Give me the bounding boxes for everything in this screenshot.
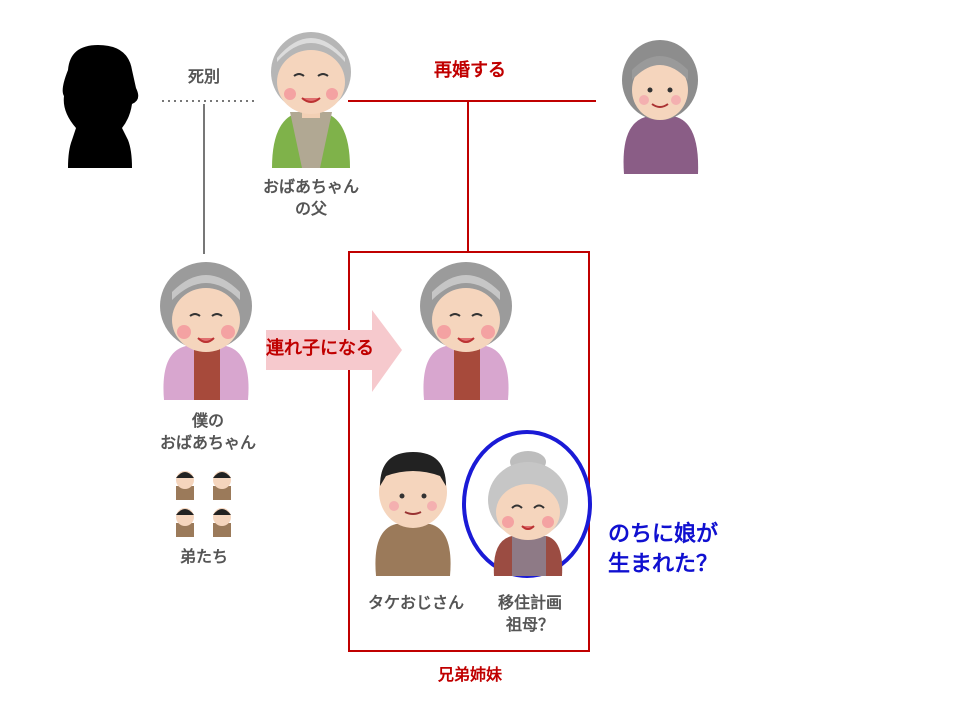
brother-figure-4 bbox=[213, 508, 231, 537]
siblings-label: 兄弟姉妹 bbox=[437, 665, 502, 684]
ijuu-label: 移住計画 祖母？ bbox=[480, 592, 580, 636]
shibetsu-label: 死別 bbox=[187, 67, 220, 86]
ijuu-label-line2: 祖母？ bbox=[505, 615, 554, 634]
tsurego-arrow bbox=[266, 310, 402, 392]
father-label: おばあちゃん の父 bbox=[246, 176, 376, 220]
my-grandma-label-line2: おばあちゃん bbox=[159, 433, 256, 452]
father-label-line2: の父 bbox=[294, 199, 327, 218]
brother-figure-3 bbox=[176, 508, 194, 537]
remarriage-label: 再婚する bbox=[434, 60, 506, 81]
father-label-line1: おばあちゃん bbox=[262, 177, 359, 196]
daughter-note-line2: 生まれた？ bbox=[608, 552, 719, 577]
brothers-label: 弟たち bbox=[179, 547, 228, 566]
siblings-box bbox=[348, 251, 590, 652]
ijuu-label-line1: 移住計画 bbox=[497, 593, 562, 612]
daughter-note: のちに娘が 生まれた？ bbox=[608, 520, 768, 580]
take-oji-label: タケおじさん bbox=[367, 593, 464, 612]
my-grandma-label: 僕の おばあちゃん bbox=[148, 410, 268, 454]
brother-figure-1 bbox=[176, 471, 194, 500]
tsurego-label: 連れ子になる bbox=[266, 338, 374, 359]
my-grandma-label-line1: 僕の bbox=[191, 411, 224, 430]
brother-figure-2 bbox=[213, 471, 231, 500]
daughter-note-line1: のちに娘が bbox=[608, 522, 719, 547]
